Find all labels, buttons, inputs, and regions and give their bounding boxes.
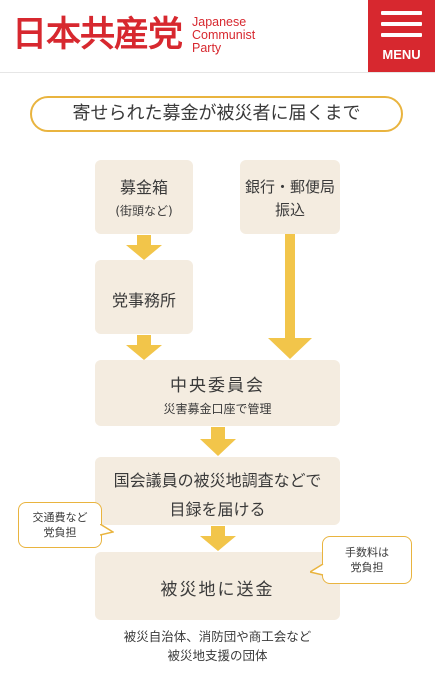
survey-line-2: 目録を届ける: [169, 500, 266, 519]
down-arrow-icon: [126, 235, 162, 260]
fee-note-line-1: 手数料は: [345, 546, 389, 559]
down-arrow-icon: [126, 335, 162, 360]
bank-transfer-box: 銀行・郵便局 振込: [240, 160, 340, 234]
party-office-label: 党事務所: [111, 291, 176, 310]
fee-note: 手数料は 党負担: [322, 536, 412, 584]
recipients-line-1: 被災自治体、消防団や商工会など: [123, 629, 312, 644]
down-arrow-icon: [200, 526, 236, 551]
transport-note-line-1: 交通費など: [32, 511, 88, 524]
central-committee-box: 中央委員会 災害募金口座で管理: [95, 360, 340, 426]
recipients-text: 被災自治体、消防団や商工会など 被災地支援の団体: [0, 627, 435, 665]
fee-note-line-2: 党負担: [350, 561, 384, 574]
survey-box: 国会議員の被災地調査などで 目録を届ける: [95, 457, 340, 525]
deliver-label: 被災地に送金: [160, 580, 275, 600]
transport-cost-note: 交通費など 党負担: [18, 502, 102, 548]
site-header: 日本共産党 Japanese Communist Party MENU: [0, 0, 435, 73]
logo-english-line-1: Japanese: [192, 15, 247, 29]
logo-english-line-3: Party: [192, 41, 222, 55]
down-arrow-icon: [268, 234, 312, 359]
street-donation-label: 募金箱: [119, 178, 168, 197]
bank-transfer-line-2: 振込: [274, 201, 305, 219]
logo-english[interactable]: Japanese Communist Party: [192, 16, 255, 55]
deliver-box: 被災地に送金: [95, 552, 340, 620]
menu-label: MENU: [382, 47, 421, 62]
bank-transfer-line-1: 銀行・郵便局: [244, 178, 335, 196]
speech-bubble-tail-icon: [310, 564, 324, 576]
recipients-line-2: 被災地支援の団体: [167, 648, 268, 663]
menu-button[interactable]: MENU: [368, 0, 435, 72]
speech-bubble-tail-icon: [100, 524, 114, 536]
logo-english-line-2: Communist: [192, 28, 256, 42]
survey-line-1: 国会議員の被災地調査などで: [113, 471, 322, 490]
central-committee-sub: 災害募金口座で管理: [163, 402, 272, 416]
street-donation-box: 募金箱 (街頭など): [95, 160, 193, 234]
flow-title: 寄せられた募金が被災者に届くまで: [30, 96, 403, 132]
down-arrow-icon: [200, 427, 236, 456]
logo-japanese[interactable]: 日本共産党: [12, 15, 183, 55]
party-office-box: 党事務所: [95, 260, 193, 334]
central-committee-label: 中央委員会: [170, 376, 265, 396]
transport-note-line-2: 党負担: [43, 526, 77, 539]
street-donation-sub: (街頭など): [115, 204, 173, 218]
